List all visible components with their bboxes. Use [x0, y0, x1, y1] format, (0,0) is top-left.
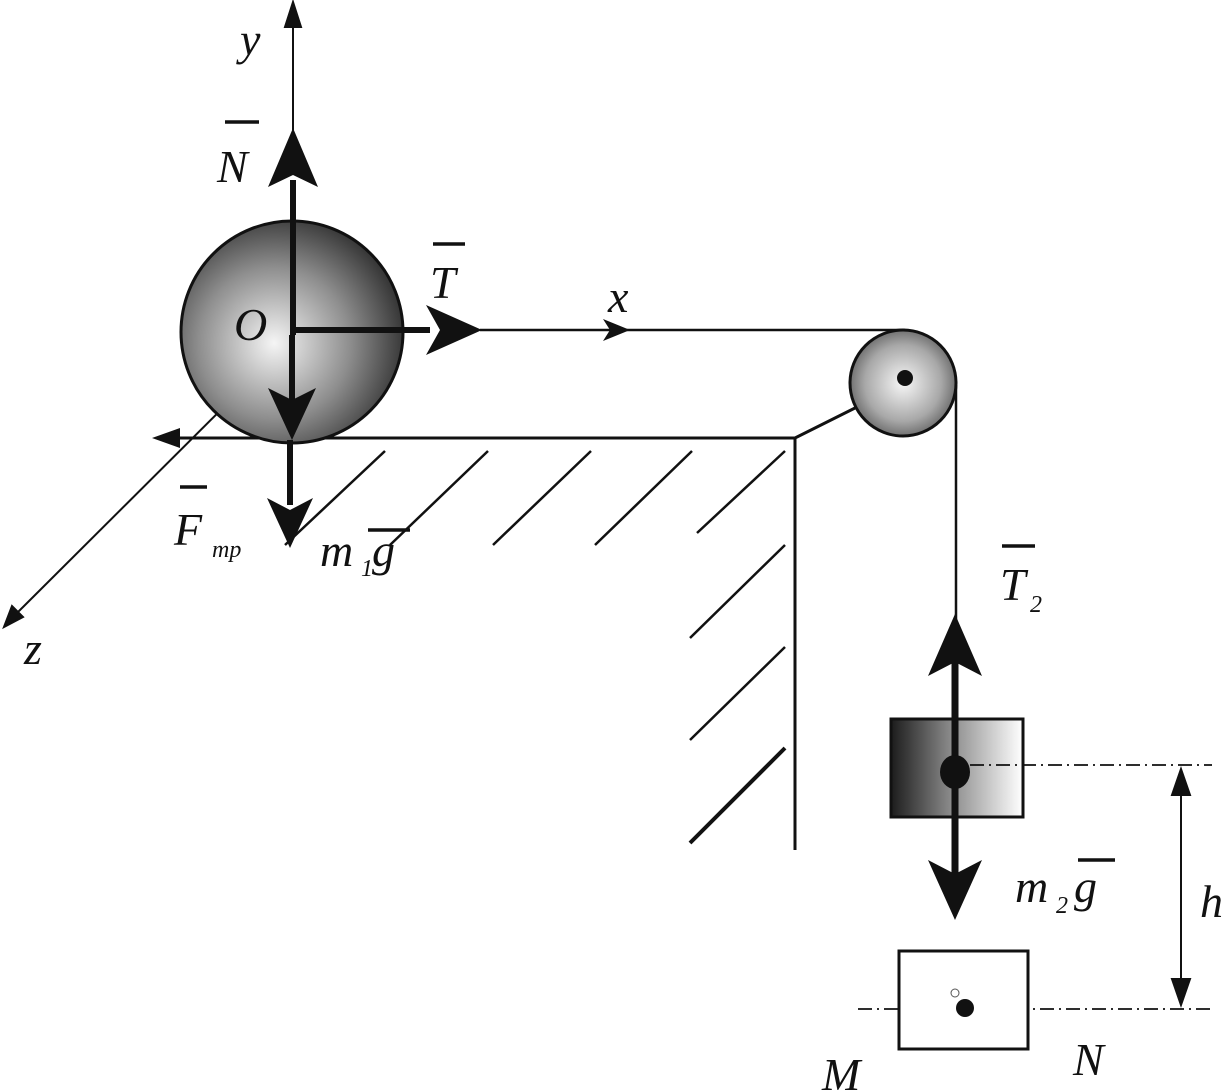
weight2-arrow — [928, 772, 982, 920]
height-label: h — [1200, 876, 1223, 927]
friction-label: F — [173, 504, 203, 555]
weight1-g-label: g — [372, 525, 395, 576]
normal-force-arrow — [268, 128, 318, 335]
y-axis-label: y — [236, 14, 261, 65]
friction-subscript: mp — [212, 537, 241, 563]
weight2-subscript: 2 — [1056, 893, 1068, 919]
table-surface — [175, 406, 856, 850]
normal-force-label: N — [216, 141, 250, 192]
vector-overbars — [180, 120, 1115, 862]
weight2-m-label: m — [1015, 861, 1048, 912]
x-axis-arrow — [603, 319, 630, 341]
block-final-position — [897, 949, 1030, 1051]
weight1-m-label: m — [320, 525, 353, 576]
point-m-label: M — [821, 1049, 863, 1092]
weight2-g-label: g — [1074, 861, 1097, 912]
pulley — [848, 328, 958, 438]
height-dimension — [1170, 765, 1192, 1009]
tension-force-arrow — [292, 305, 482, 355]
weight1-arrow — [267, 440, 313, 548]
tension-label: T — [430, 257, 459, 308]
point-n-label: N — [1072, 1034, 1106, 1085]
block-final-center-small — [950, 988, 960, 998]
x-axis-label: x — [607, 271, 629, 322]
y-axis — [283, 0, 303, 130]
z-axis-label: z — [23, 623, 42, 674]
block-final-center — [956, 999, 974, 1017]
table-hatching — [284, 450, 787, 845]
origin-label: O — [234, 299, 267, 350]
weight1-inner-arrow — [268, 335, 316, 440]
friction-force-arrow — [152, 428, 180, 448]
tension2-label: T — [1000, 559, 1029, 610]
tension2-subscript: 2 — [1030, 592, 1042, 618]
weight1-subscript: 1 — [361, 556, 373, 582]
